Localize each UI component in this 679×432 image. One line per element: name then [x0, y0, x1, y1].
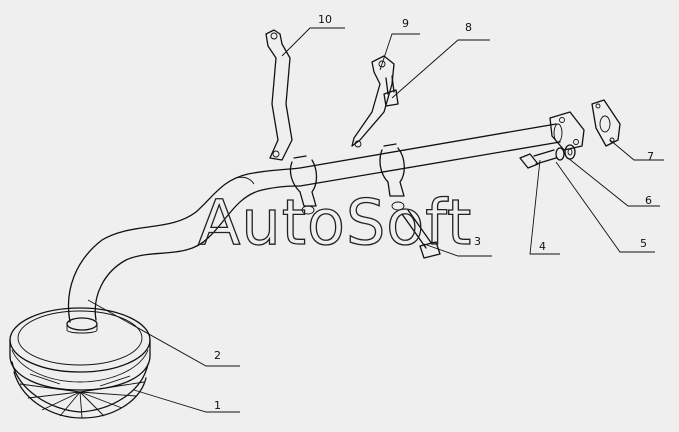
callout-3: 3 [474, 235, 481, 248]
clamp-bolt [401, 209, 441, 259]
callout-9: 9 [402, 17, 409, 30]
callout-2: 2 [214, 349, 221, 362]
leader-lines [87, 27, 664, 413]
pipe-flange [549, 111, 585, 151]
flange-bolt [519, 149, 557, 169]
suction-pipe [67, 123, 563, 323]
watermark-text: AutoSoft [198, 186, 472, 259]
callout-10: 10 [318, 13, 332, 26]
bracket-short [351, 55, 395, 148]
oil-strainer [9, 307, 151, 419]
nut [564, 144, 576, 160]
pipe-clamp-right [379, 143, 405, 211]
callout-8: 8 [465, 21, 472, 34]
bracket-bolt [383, 75, 399, 107]
callout-6: 6 [645, 194, 652, 207]
callout-4: 4 [539, 240, 546, 253]
pipe-clamp-left [289, 155, 318, 215]
callout-5: 5 [640, 237, 647, 250]
flange-gasket [591, 99, 621, 147]
spring-washer [555, 147, 565, 161]
bracket-long [265, 29, 293, 161]
callout-7: 7 [647, 150, 654, 163]
callout-1: 1 [214, 399, 221, 412]
